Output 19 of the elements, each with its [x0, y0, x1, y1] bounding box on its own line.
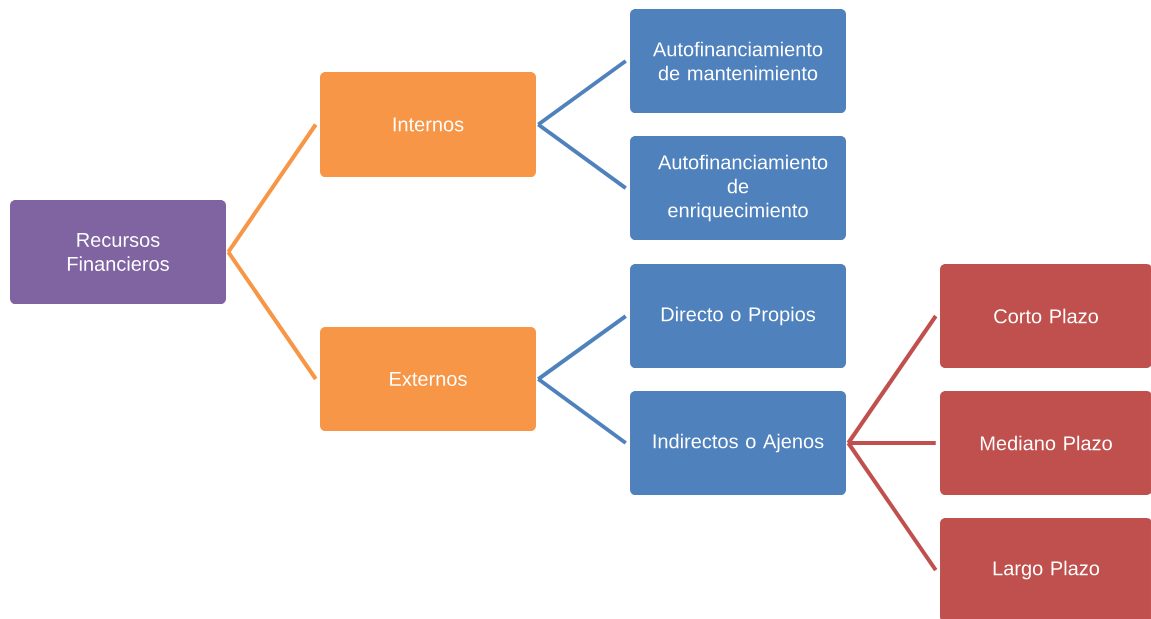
- connector-line: [226, 250, 318, 381]
- box: Indirectos o Ajenos: [630, 391, 846, 495]
- box: Externos: [320, 327, 536, 431]
- connector-line: [846, 441, 938, 572]
- box: Internos: [320, 72, 536, 177]
- box: Directo o Propios: [630, 264, 846, 368]
- box: Largo Plazo: [940, 518, 1151, 619]
- connector-line: [848, 441, 936, 445]
- box: Autofinanciamiento de enriquecimiento: [630, 136, 846, 240]
- connector-line: [226, 123, 318, 254]
- box: Corto Plazo: [940, 264, 1151, 368]
- connector-line: [537, 377, 627, 445]
- connector-line: [537, 314, 627, 381]
- box: Recursos Financieros: [10, 200, 226, 304]
- box: Mediano Plazo: [940, 391, 1151, 495]
- box: Autofinanciamiento de mantenimiento: [630, 9, 846, 113]
- connector-line: [537, 59, 627, 127]
- connector-line: [846, 314, 938, 445]
- connector-line: [537, 122, 627, 190]
